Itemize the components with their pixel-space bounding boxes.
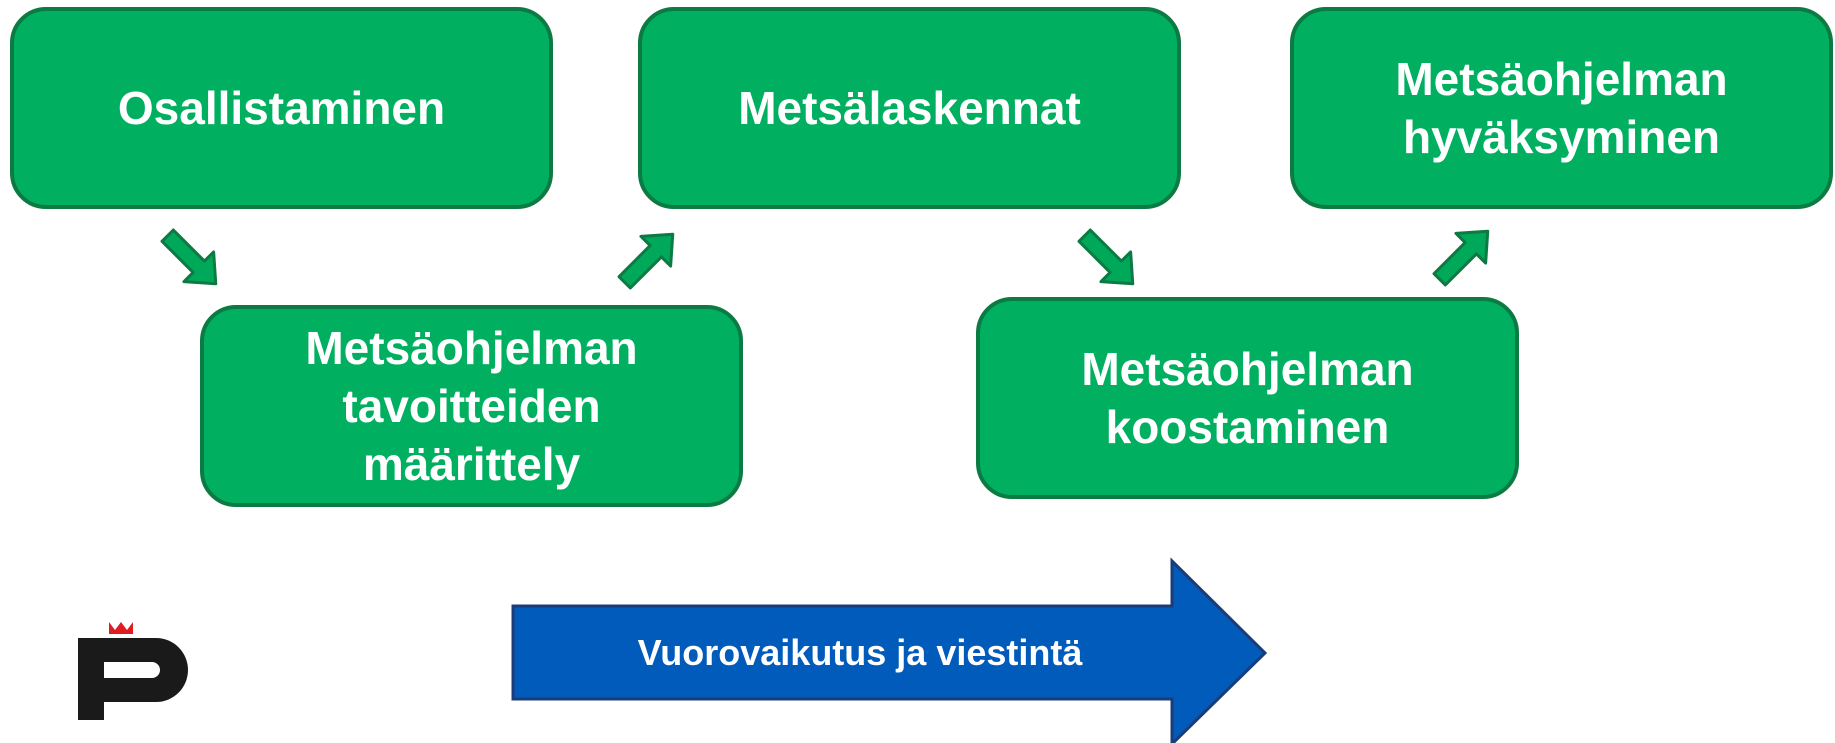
process-arrow-label: Vuorovaikutus ja viestintä	[637, 632, 1083, 673]
step-tavoitteiden-maarittely: Metsäohjelman tavoitteiden määrittely	[200, 305, 743, 507]
step-label-line: Metsäohjelman	[1395, 53, 1728, 105]
step-label-line: Osallistaminen	[117, 82, 446, 134]
step-label-line: koostaminen	[1105, 401, 1390, 453]
connector-arrow-down-right	[160, 228, 218, 286]
step-label-line: määrittely	[362, 438, 581, 490]
step-hyvaksyminen: Metsäohjelman hyväksyminen	[1290, 7, 1833, 209]
process-arrow	[511, 557, 1268, 743]
step-koostaminen: Metsäohjelman koostaminen	[976, 297, 1519, 499]
p-crown-logo-icon	[78, 622, 188, 720]
connector-arrow-up-right	[1432, 229, 1490, 287]
step-label-line: hyväksyminen	[1402, 111, 1721, 163]
step-metsalaskennat: Metsälaskennat	[638, 7, 1181, 209]
connector-arrow-down-right	[1077, 228, 1135, 286]
step-label-line: Metsäohjelman	[305, 322, 638, 374]
step-osallistaminen: Osallistaminen	[10, 7, 553, 209]
step-label-line: tavoitteiden	[342, 380, 601, 432]
step-label-line: Metsäohjelman	[1081, 343, 1414, 395]
step-label-line: Metsälaskennat	[738, 82, 1081, 134]
connector-arrow-up-right	[617, 232, 675, 290]
